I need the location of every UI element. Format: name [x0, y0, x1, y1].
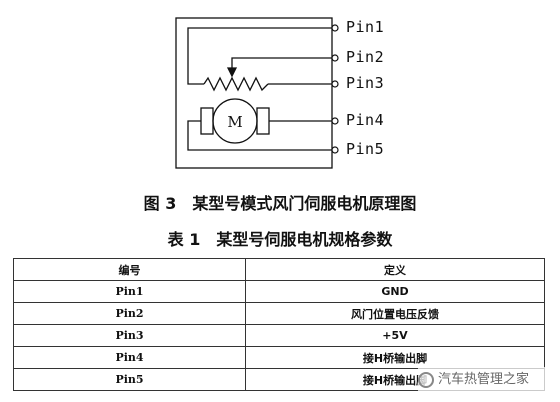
pin1-label: Pin1 [346, 18, 385, 36]
pin3-label: Pin3 [346, 74, 385, 92]
table-row: Pin2 风门位置电压反馈 [13, 302, 545, 325]
cell-pin: Pin3 [13, 324, 246, 347]
watermark: 汽车热管理之家 [418, 367, 558, 393]
motor-circle [212, 98, 258, 144]
wechat-logo-icon [418, 371, 434, 388]
outer-housing-box [175, 17, 333, 169]
header-definition: 定义 [245, 258, 545, 281]
motor-lead-left [187, 120, 332, 151]
table-caption: 表 1 某型号伺服电机规格参数 [167, 230, 393, 249]
pin1-terminal [331, 24, 339, 32]
motor-body-left [200, 107, 214, 135]
watermark-text: 汽车热管理之家 [438, 372, 530, 387]
pin4-terminal [331, 117, 339, 125]
cell-pin: Pin2 [13, 302, 246, 325]
cell-definition: GND [245, 280, 545, 303]
pin5-label: Pin5 [346, 140, 385, 158]
pin2-terminal [331, 54, 339, 62]
cell-definition: 风门位置电压反馈 [245, 302, 545, 325]
table-row: Pin3 +5V [13, 324, 545, 347]
resistor [203, 76, 269, 92]
table-header-row: 编号 定义 [13, 258, 545, 281]
pin-spec-table: 编号 定义 Pin1 GND Pin2 风门位置电压反馈 Pin3 +5V Pi… [13, 258, 545, 391]
pin5-terminal [331, 146, 339, 154]
motor-body-right [256, 107, 270, 135]
header-number: 编号 [13, 258, 246, 281]
cell-pin: Pin1 [13, 280, 246, 303]
pin2-label: Pin2 [346, 48, 385, 66]
cell-definition: 接H桥输出脚 [245, 346, 545, 369]
figure-caption: 图 3 某型号模式风门伺服电机原理图 [143, 194, 417, 213]
pin2-wiper-wire [231, 57, 332, 70]
servo-motor-schematic: M [175, 17, 339, 169]
cell-definition: +5V [245, 324, 545, 347]
motor-label: M [227, 113, 242, 131]
pin4-label: Pin4 [346, 111, 385, 129]
pin1-wire [187, 27, 332, 85]
cell-pin: Pin4 [13, 346, 246, 369]
cell-pin: Pin5 [13, 368, 246, 391]
table-row: Pin1 GND [13, 280, 545, 303]
wiper-arrow [226, 67, 238, 78]
table-row: Pin4 接H桥输出脚 [13, 346, 545, 369]
pin3-terminal [331, 80, 339, 88]
